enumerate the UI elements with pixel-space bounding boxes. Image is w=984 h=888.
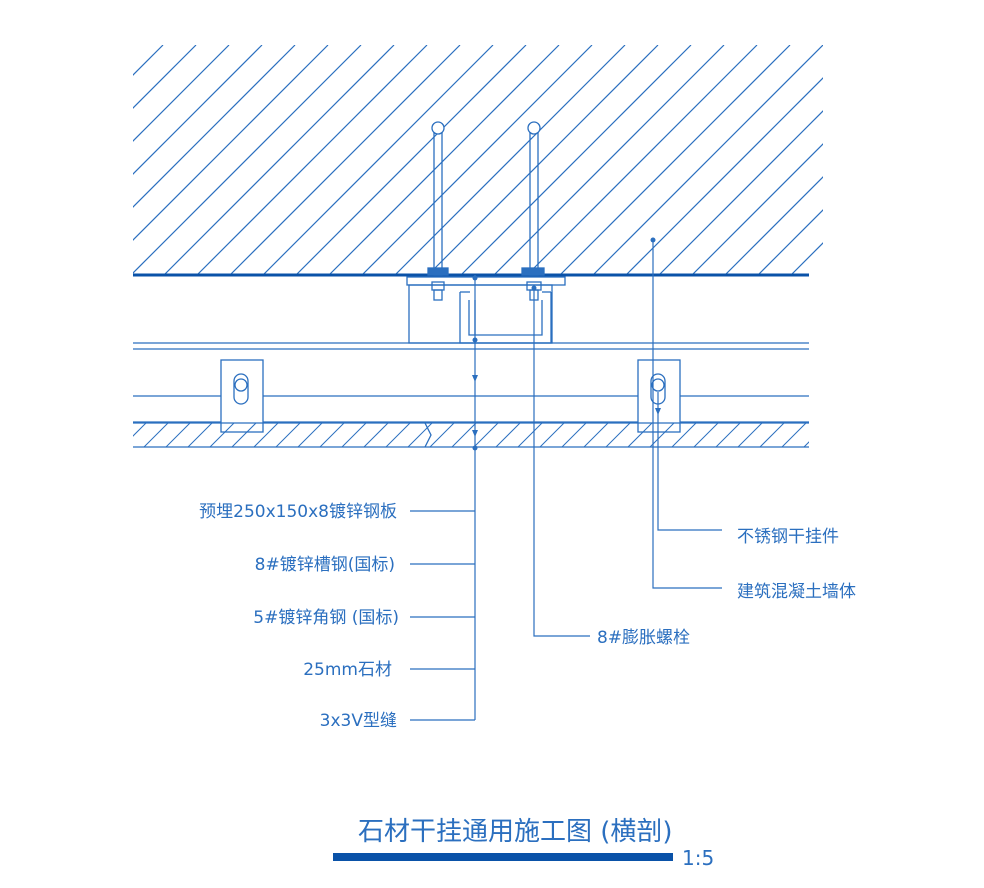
hatch-line	[295, 45, 527, 275]
hatch-line	[649, 423, 675, 447]
hatch-line	[328, 45, 560, 275]
hatch-line	[693, 423, 719, 447]
hatch-line	[493, 45, 725, 275]
hatch-line	[187, 423, 213, 447]
hatch-line	[253, 423, 279, 447]
hatch-line	[0, 45, 130, 275]
stainless-pendant-left	[220, 359, 264, 433]
hatch-line	[385, 423, 411, 447]
hatch-line	[671, 423, 697, 447]
hatch-line	[361, 45, 593, 275]
hatch-line	[790, 242, 823, 275]
hatch-line	[229, 45, 461, 275]
hatch-line	[133, 423, 147, 437]
hatch-line	[133, 45, 296, 208]
hatch-line	[319, 423, 345, 447]
hatch-line	[539, 423, 565, 447]
hatch-line	[100, 423, 124, 447]
hatch-line	[133, 45, 362, 274]
hatch-line	[297, 423, 323, 447]
hatch-line	[407, 423, 433, 447]
hatch-line	[526, 45, 758, 275]
hatch-line	[627, 423, 653, 447]
hatch-line	[196, 45, 428, 275]
hatch-line	[133, 45, 263, 175]
concrete-wall-hatch	[0, 45, 984, 275]
label-angle-steel: 5#镀锌角钢 (国标)	[253, 608, 399, 628]
hatch-line	[517, 423, 543, 447]
hatch-line	[275, 423, 301, 447]
hatch-line	[803, 441, 809, 447]
hatch-line	[592, 45, 823, 275]
title-underline	[333, 853, 673, 861]
hatch-line	[781, 423, 807, 447]
hatch-line	[495, 423, 521, 447]
hatch-line	[363, 423, 389, 447]
label-embed-plate: 预埋250x150x8镀锌钢板	[199, 502, 397, 522]
label-pendant: 不锈钢干挂件	[737, 527, 839, 547]
hatch-line	[231, 423, 257, 447]
hatch-line	[451, 423, 477, 447]
hatch-line	[143, 423, 169, 447]
hatch-line	[163, 45, 395, 275]
hatch-line	[923, 45, 984, 275]
v-joint	[424, 422, 432, 448]
hatch-line	[857, 45, 984, 275]
hatch-line	[724, 176, 823, 275]
leader-dots	[472, 237, 661, 451]
hatch-line	[165, 423, 191, 447]
hatch-line	[691, 143, 823, 275]
hatch-line	[341, 423, 367, 447]
hatch-line	[605, 423, 631, 447]
hatch-line	[209, 423, 235, 447]
hatch-line	[956, 45, 984, 275]
hatch-line	[473, 423, 499, 447]
label-expansion-bolt: 8#膨胀螺栓	[597, 628, 690, 648]
hatch-line	[658, 110, 823, 275]
hatch-line	[427, 45, 659, 275]
label-channel-steel: 8#镀锌槽钢(国标)	[255, 555, 395, 575]
label-v-joint: 3x3V型缝	[320, 711, 397, 731]
hatch-line	[757, 209, 823, 275]
hatch-line	[133, 45, 329, 241]
hatch-line	[759, 423, 785, 447]
hatch-line	[561, 423, 587, 447]
label-stone: 25mm石材	[303, 660, 392, 680]
hatch-line	[583, 423, 609, 447]
hatch-line	[559, 45, 791, 275]
hatch-line	[133, 45, 197, 109]
hatch-line	[262, 45, 494, 275]
hatch-line	[429, 423, 455, 447]
label-concrete-wall: 建筑混凝土墙体	[737, 582, 856, 602]
hatch-line	[625, 77, 823, 275]
anchor-bolt-left	[427, 121, 449, 301]
hatch-line	[460, 45, 692, 275]
hatch-line	[824, 45, 984, 275]
stone-panel	[100, 422, 850, 448]
drawing-scale: 1:5	[682, 846, 714, 870]
leader-lines	[410, 240, 722, 721]
stainless-pendant-right	[637, 359, 681, 433]
hatch-line	[890, 45, 984, 275]
hatch-line	[394, 45, 626, 275]
hatch-line	[133, 45, 164, 76]
hatch-line	[715, 423, 741, 447]
drawing-title: 石材干挂通用施工图 (横剖)	[358, 817, 673, 847]
hatch-line	[826, 423, 850, 447]
hatch-line	[737, 423, 763, 447]
hatch-line	[133, 45, 230, 142]
